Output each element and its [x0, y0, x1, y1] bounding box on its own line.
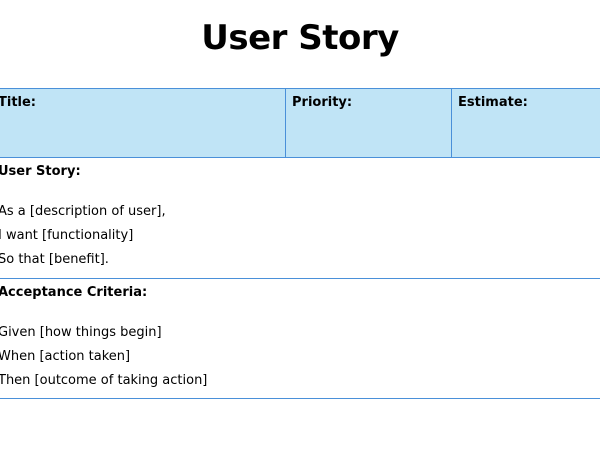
priority-label: Priority:: [292, 95, 353, 110]
acceptance-criteria-line: Given [how things begin]: [0, 325, 162, 340]
acceptance-criteria-line: When [action taken]: [0, 349, 131, 364]
header-row: Title: Priority: Estimate:: [0, 88, 600, 158]
user-story-line: I want [functionality]: [0, 228, 134, 243]
estimate-cell[interactable]: Estimate:: [452, 89, 600, 157]
acceptance-criteria-section[interactable]: Acceptance Criteria: Given [how things b…: [0, 279, 600, 399]
acceptance-criteria-line: Then [outcome of taking action]: [0, 373, 208, 388]
user-story-section[interactable]: User Story: As a [description of user], …: [0, 158, 600, 279]
story-table: Title: Priority: Estimate: User Story: A…: [0, 88, 600, 399]
title-cell[interactable]: Title:: [0, 89, 286, 157]
title-label: Title:: [0, 95, 37, 110]
user-story-lines: As a [description of user], I want [func…: [0, 200, 600, 272]
user-story-line: As a [description of user],: [0, 204, 166, 219]
priority-cell[interactable]: Priority:: [286, 89, 452, 157]
user-story-line: So that [benefit].: [0, 252, 109, 267]
acceptance-criteria-lines: Given [how things begin] When [action ta…: [0, 321, 600, 393]
acceptance-criteria-label: Acceptance Criteria:: [0, 285, 148, 300]
user-story-label: User Story:: [0, 164, 81, 179]
estimate-label: Estimate:: [458, 95, 528, 110]
page-title: User Story: [201, 18, 399, 58]
